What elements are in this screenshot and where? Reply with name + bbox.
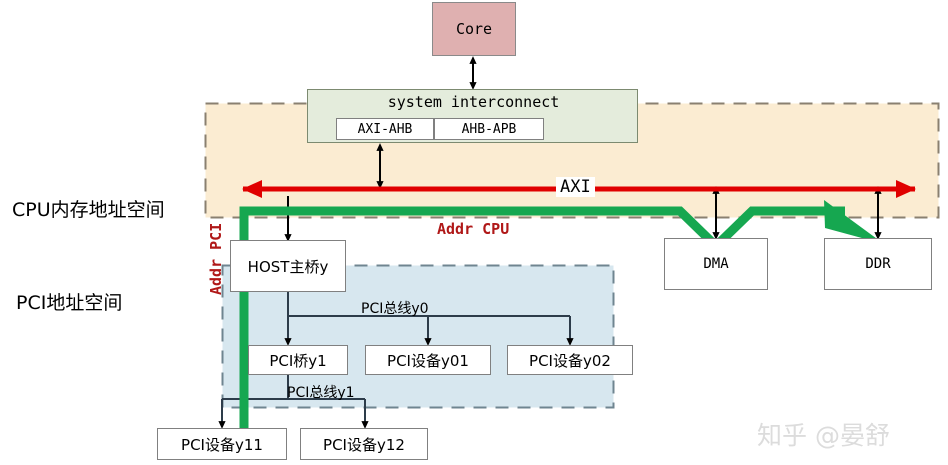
watermark: 知乎 @晏舒 (757, 421, 890, 450)
pci-device-y11-box[interactable]: PCI设备y11 (157, 428, 287, 460)
axi-bus-label: AXI (556, 177, 595, 197)
cpu-address-space-label: CPU内存地址空间 (12, 199, 165, 221)
pci-device-y12-box[interactable]: PCI设备y12 (300, 428, 428, 460)
core-box[interactable]: Core (432, 2, 516, 56)
pci-address-space-label: PCI地址空间 (16, 292, 123, 314)
ddr-box[interactable]: DDR (824, 238, 932, 290)
pci-device-y01-box[interactable]: PCI设备y01 (365, 345, 491, 375)
addr-pci-label: Addr PCI (207, 222, 225, 295)
pci-bus-y1-label: PCI总线y1 (287, 385, 355, 401)
system-interconnect-label: system interconnect (387, 93, 560, 111)
address-path-green-arrowhead (824, 200, 884, 244)
addr-cpu-label: Addr CPU (437, 220, 510, 238)
ahb-apb-bridge-box[interactable]: AHB-APB (434, 118, 544, 140)
pci-bridge-y1-box[interactable]: PCI桥y1 (248, 345, 348, 375)
axi-ahb-bridge-box[interactable]: AXI-AHB (336, 118, 434, 140)
dma-box[interactable]: DMA (664, 238, 768, 290)
pci-device-y02-box[interactable]: PCI设备y02 (507, 345, 633, 375)
pci-bus-y0-label: PCI总线y0 (361, 301, 429, 317)
host-bridge-box[interactable]: HOST主桥y (230, 240, 346, 292)
